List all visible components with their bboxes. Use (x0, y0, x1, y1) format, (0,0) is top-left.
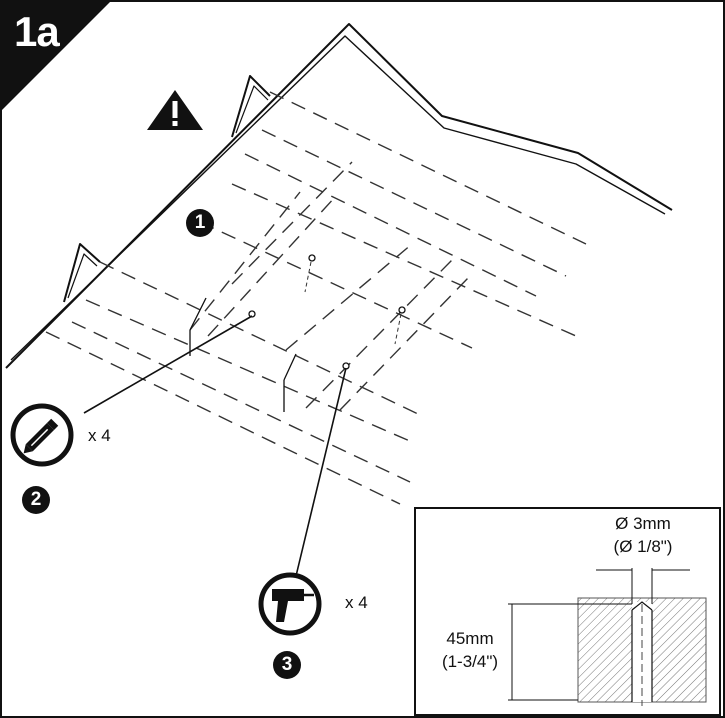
depth-mm-label: 45mm (446, 629, 494, 648)
warning-icon (147, 90, 203, 130)
drill-icon (258, 572, 322, 636)
pencil-icon (10, 403, 74, 467)
screw-marks (248, 254, 406, 370)
hidden-joists (45, 91, 587, 505)
step-corner-badge (0, 0, 112, 112)
drill-depth-detail (414, 507, 721, 716)
depth-in-label: (1-3/4") (441, 652, 499, 671)
drill-quantity: x 4 (345, 593, 368, 612)
diameter-in-label: (Ø 1/8") (613, 537, 673, 556)
callout-3: 3 (273, 651, 301, 679)
mounting-plate (189, 297, 297, 412)
drill-leader-line (295, 367, 347, 577)
pencil-leader-line (83, 315, 253, 414)
ceiling-outline (5, 23, 673, 369)
step-label: 1a (14, 8, 60, 55)
callout-2: 2 (22, 486, 50, 514)
pencil-quantity: x 4 (88, 426, 111, 445)
diameter-mm-label: Ø 3mm (615, 514, 671, 533)
callout-1: 1 (186, 209, 214, 237)
